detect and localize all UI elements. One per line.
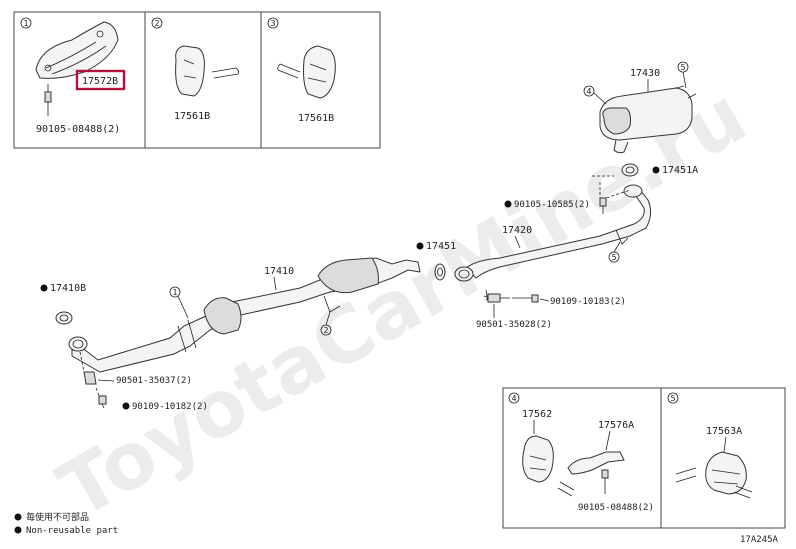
- part-17430-label: 17430: [630, 68, 660, 79]
- legend-line-1: 毎使用不可部品: [26, 511, 89, 523]
- panel-4-number: 4: [511, 394, 516, 403]
- exhaust-hanger-shape: [175, 45, 205, 97]
- legend: 毎使用不可部品 Non-reusable part: [14, 511, 118, 536]
- watermark: ToyotaCarMine.ru: [45, 71, 762, 537]
- center-pipe-17420: 17420 5: [454, 175, 652, 282]
- highlight-box: [75, 69, 126, 91]
- part-17563a-label: 17563A: [706, 426, 742, 437]
- panel-1-number: 1: [23, 19, 28, 28]
- bolt-90109-10182-label: 90109-10182(2): [132, 402, 208, 412]
- panel-3-number: 3: [270, 19, 275, 28]
- figure-code: 17A245A: [740, 535, 779, 545]
- part-17451-label: 17451: [426, 241, 456, 252]
- bolt-icon: [44, 91, 52, 103]
- panel-5-number: 5: [670, 394, 675, 403]
- tailpipe-muffler: 17430 4 5: [583, 61, 697, 154]
- part-17420-label: 17420: [502, 225, 532, 236]
- part-17561b-label-2: 17561B: [298, 113, 334, 124]
- joint-hardware-center: 90109-10183(2) 90501-35028(2): [476, 289, 626, 330]
- front-pipe-17410: 17410 2 1: [68, 257, 421, 373]
- bottom-inset: 4 17562 17576A 90105-08488(2) 5 17563A: [502, 387, 786, 529]
- gasket-17410b: 17410B: [40, 283, 86, 325]
- bolt-90109-10183-label: 90109-10183(2): [550, 297, 626, 307]
- bolt-90105-10585: 90105-10585(2): [504, 197, 607, 214]
- inset-panel-3: 3 17561B: [267, 17, 336, 124]
- legend-line-2: Non-reusable part: [26, 526, 118, 536]
- part-17561b-label: 17561B: [174, 111, 210, 122]
- panel-2-number: 2: [154, 19, 159, 28]
- gasket-17451: 17451: [416, 241, 456, 281]
- callout-5-top: 5: [680, 63, 685, 72]
- inset-panel-1: 1 17572B 90105-08488(2): [20, 17, 126, 135]
- bolt-90105-10585-label: 90105-10585(2): [514, 200, 590, 210]
- spring-90501-35028-label: 90501-35028(2): [476, 320, 552, 330]
- part-17410-label: 17410: [264, 266, 294, 277]
- callout-5-mid: 5: [611, 253, 616, 262]
- inset-panel-5: 5 17563A: [667, 392, 753, 499]
- top-inset: 1 17572B 90105-08488(2) 2 17561B 3: [13, 11, 381, 149]
- inset-panel-4: 4 17562 17576A 90105-08488(2): [508, 392, 654, 513]
- inset-panel-2: 2 17561B: [151, 17, 240, 122]
- part-17572b-label: 17572B: [82, 76, 118, 87]
- part-17410b-label: 17410B: [50, 283, 86, 294]
- exhaust-hanger-shape-2: [303, 45, 336, 99]
- part-17451a-label: 17451A: [662, 165, 698, 176]
- callout-2: 2: [323, 326, 328, 335]
- part-17562-label: 17562: [522, 409, 552, 420]
- callout-1: 1: [172, 288, 177, 297]
- part-17576a-label: 17576A: [598, 420, 634, 431]
- joint-hardware-front: 90501-35037(2) 90109-10182(2): [79, 351, 208, 412]
- non-reusable-marker: [652, 166, 660, 174]
- spring-90501-35037-label: 90501-35037(2): [116, 376, 192, 386]
- bolt-90105-08488-label: 90105-08488(2): [36, 124, 120, 135]
- gasket-17451a: 17451A: [621, 163, 698, 177]
- bolt-90105-08488-label-2: 90105-08488(2): [578, 503, 654, 513]
- callout-4: 4: [586, 87, 591, 96]
